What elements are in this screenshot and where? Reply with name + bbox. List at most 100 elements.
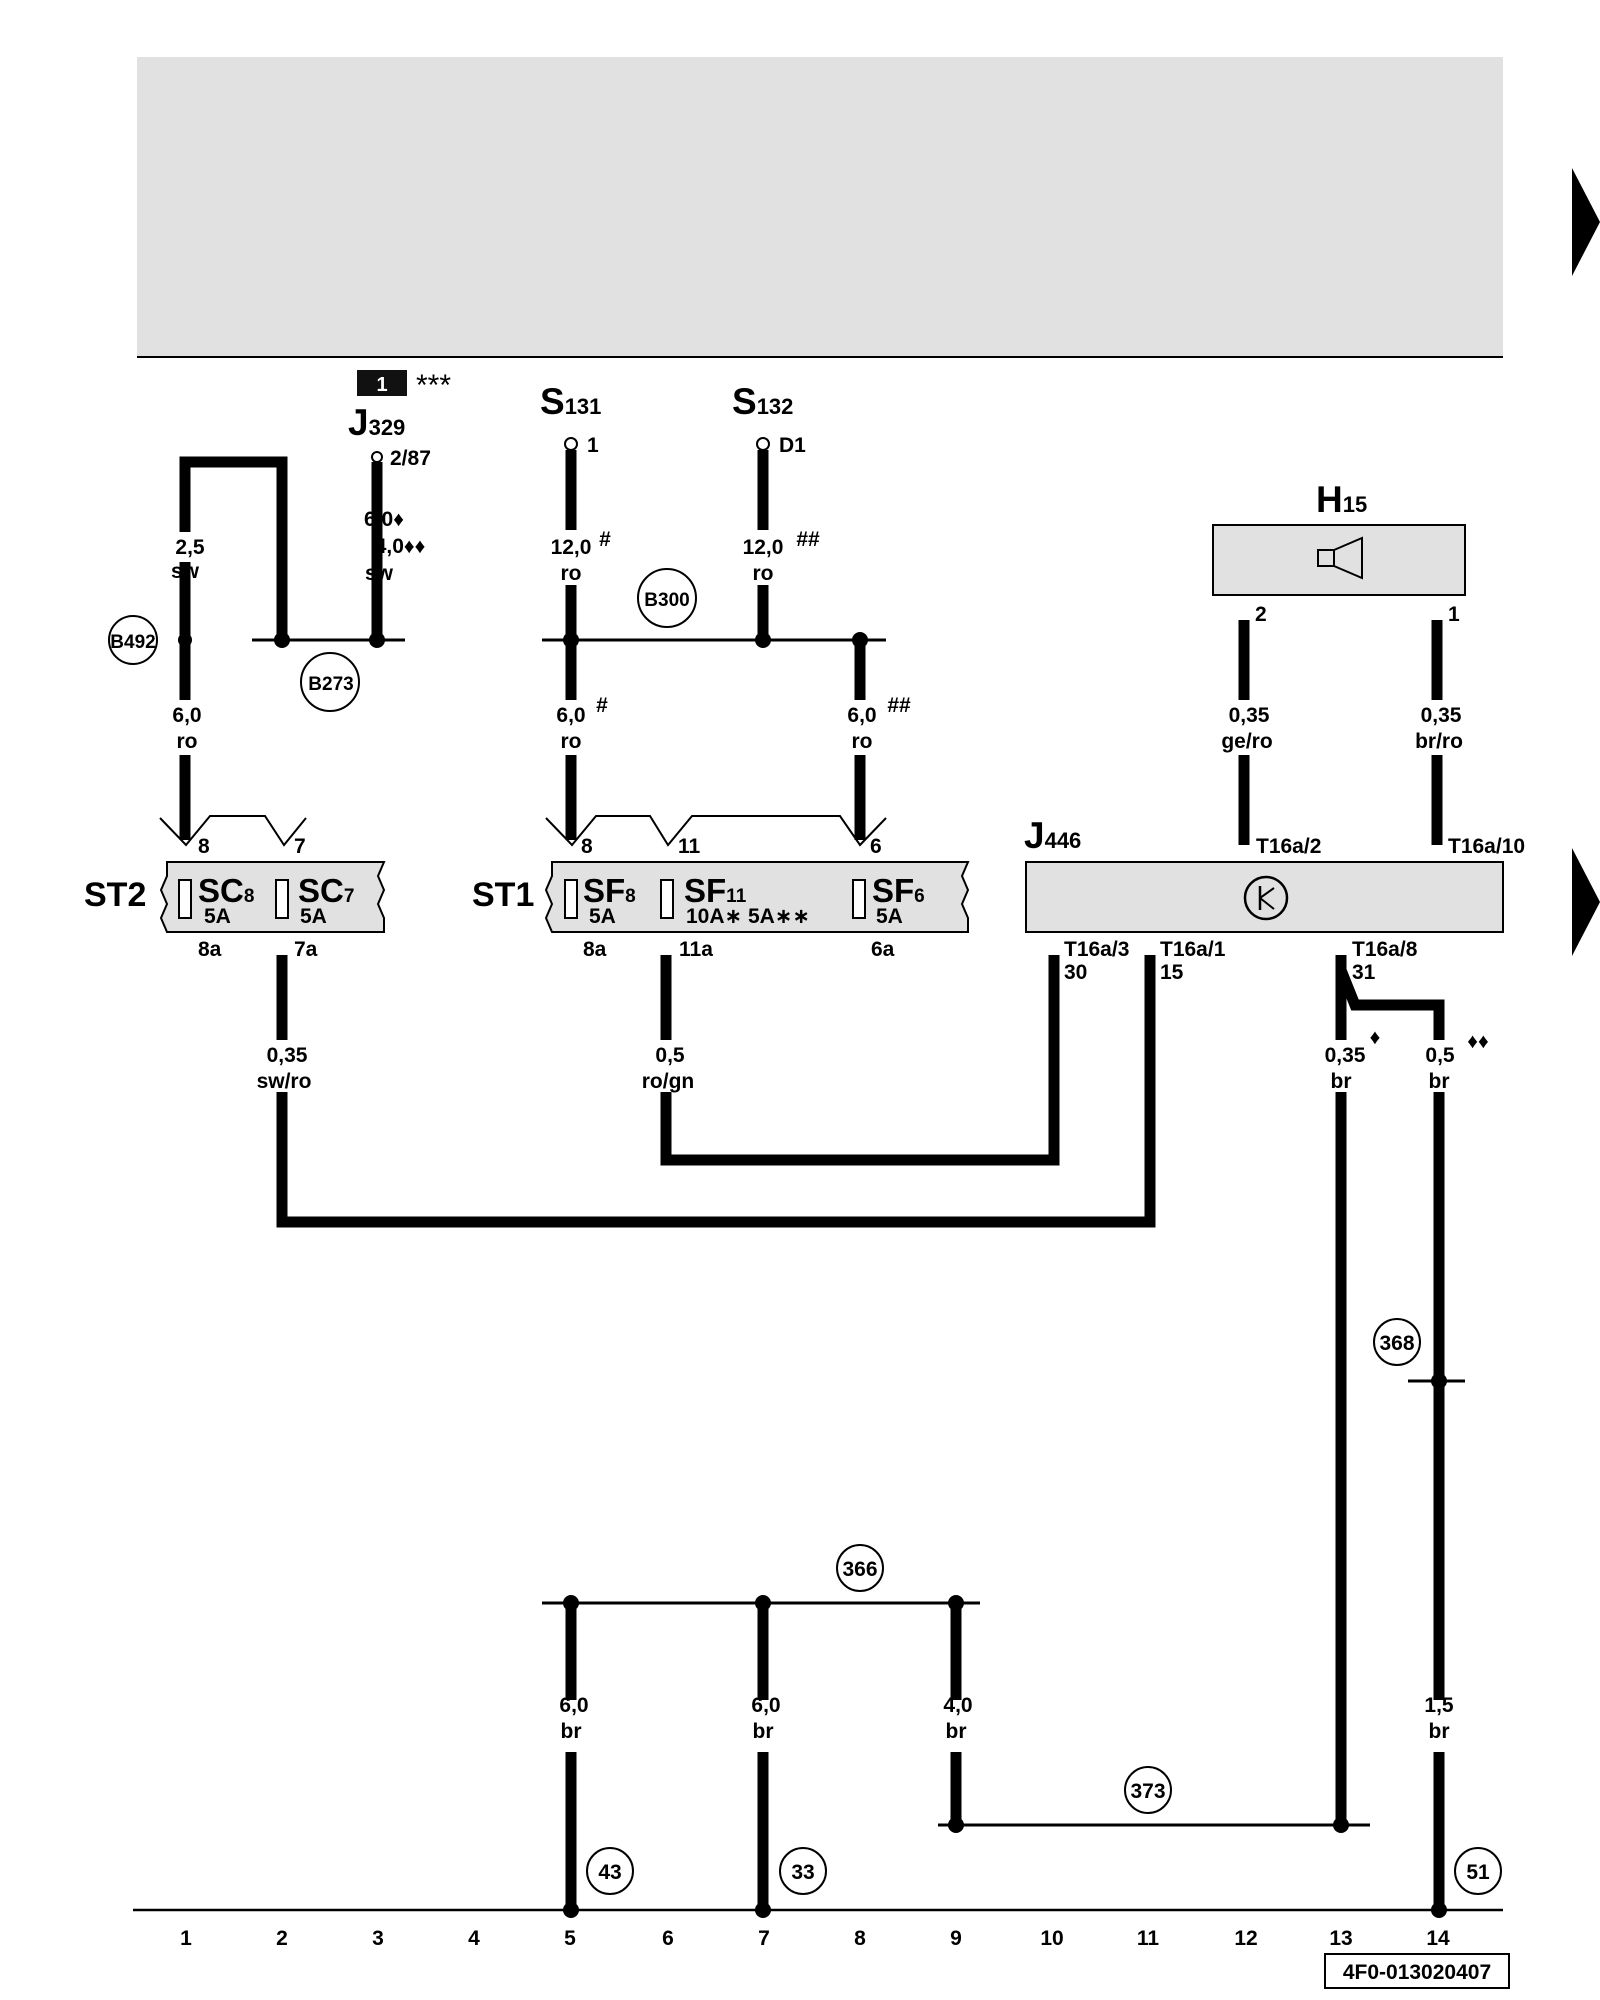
st1-pin-11: 11 <box>678 835 701 858</box>
track-number: 1 <box>180 1927 192 1950</box>
st2-pin-7a: 7a <box>294 938 318 961</box>
splice-points <box>178 632 1447 1918</box>
next-page-arrow-icon[interactable] <box>1572 848 1600 956</box>
fuse-sc8-amp: 5A <box>204 905 231 928</box>
fuse-icon <box>275 879 289 919</box>
wire-label: ro <box>753 562 774 585</box>
h15-label: H15 <box>1316 479 1367 520</box>
wire-mark: # <box>599 528 611 551</box>
s131-label: S131 <box>540 381 601 422</box>
st2-pin-8a: 8a <box>198 938 222 961</box>
fuse-sc8-name: SC <box>198 872 244 909</box>
j446-pin-bot-b2: 15 <box>1160 961 1184 984</box>
st1-pin-8: 8 <box>581 835 593 858</box>
track-number: 9 <box>950 1927 962 1950</box>
wire-label: 6,0 <box>847 704 876 727</box>
s131-letter: S <box>540 381 565 422</box>
track-number: 5 <box>564 1927 576 1950</box>
wire-label: br <box>946 1720 967 1743</box>
fuse-icon <box>564 879 578 919</box>
fuse-sf8-name: SF <box>583 872 625 909</box>
ref-368: 368 <box>1373 1318 1421 1366</box>
j446-pin-bot-b: T16a/1 <box>1160 938 1226 961</box>
track-number: 3 <box>372 1927 384 1950</box>
wire-label: ro <box>561 562 582 585</box>
wire-label: ro <box>561 730 582 753</box>
h15-number: 15 <box>1343 492 1367 517</box>
fuse-sc7-amp: 5A <box>300 905 327 928</box>
document-id: 4F0-013020407 <box>1343 1961 1491 1984</box>
ref-b300-label: B300 <box>644 590 689 611</box>
j446-pin-bot-c: T16a/8 <box>1352 938 1418 961</box>
j329-number: 329 <box>369 415 406 440</box>
j446-pin-top-a: T16a/2 <box>1256 835 1321 858</box>
j446-label: J446 <box>1024 815 1081 856</box>
wire <box>276 955 1156 1228</box>
st1-fuse-sf6: SF6 <box>872 872 925 909</box>
wire-label: ge/ro <box>1221 730 1272 753</box>
wires <box>179 450 1465 1910</box>
st1-name: ST1 <box>472 876 534 914</box>
j446-pin-bot-a: T16a/3 <box>1064 938 1129 961</box>
st2-pin-8: 8 <box>198 835 210 858</box>
st1-fuse-sf8: SF8 <box>583 872 636 909</box>
wire-label: 0,35 <box>1325 1044 1366 1067</box>
st1-pin-8a: 8a <box>583 938 607 961</box>
ref-51: 51 <box>1454 1847 1502 1895</box>
wire-label: ro <box>852 730 873 753</box>
wire-label: 1,5 <box>1424 1694 1454 1717</box>
wire-label: sw <box>365 562 394 585</box>
ref-366: 366 <box>836 1544 884 1592</box>
wire-mark: ♦♦ <box>1467 1030 1489 1053</box>
ref-33: 33 <box>779 1847 827 1895</box>
ref-43-label: 43 <box>598 1861 621 1884</box>
fuse-sf11-name: SF <box>684 872 726 909</box>
wire-label: 12,0 <box>551 536 592 559</box>
track-number: 6 <box>662 1927 674 1950</box>
st2-fuse-sc8: SC8 <box>198 872 254 909</box>
wire-mark: ## <box>887 694 911 717</box>
wire-label: 6,0 <box>751 1694 780 1717</box>
ref-51-label: 51 <box>1466 1861 1490 1884</box>
ref-368-label: 368 <box>1379 1332 1414 1355</box>
wire <box>179 456 288 640</box>
j329-label: J329 <box>348 402 405 443</box>
s132-terminal <box>756 437 770 451</box>
j446-pin-top-b: T16a/10 <box>1448 835 1525 858</box>
next-page-arrow-icon[interactable] <box>1572 168 1600 276</box>
j446-number: 446 <box>1045 828 1082 853</box>
wire-label: 4,0 <box>943 1694 972 1717</box>
header-area <box>137 57 1503 357</box>
wire-label: 6,0 <box>559 1694 588 1717</box>
wire-label: br <box>1429 1070 1450 1093</box>
st2-fuse-block <box>159 861 386 933</box>
track-number: 10 <box>1040 1927 1063 1950</box>
st2-pin-7: 7 <box>294 835 306 858</box>
s132-letter: S <box>732 381 757 422</box>
h15-pin-1: 1 <box>1448 603 1460 626</box>
wire <box>660 955 1060 1166</box>
wire-label: 0,35 <box>1229 704 1270 727</box>
st2-name: ST2 <box>84 876 146 914</box>
fuse-sc7-name: SC <box>298 872 344 909</box>
wire-mark: ## <box>796 528 820 551</box>
j446-box <box>1025 861 1504 933</box>
fuse-sf11-num: 11 <box>726 886 747 907</box>
fuse-sf8-num: 8 <box>625 886 636 907</box>
wire-label: 2,5 <box>175 536 205 559</box>
wire-label: 12,0 <box>743 536 784 559</box>
fuse-icon <box>660 879 674 919</box>
fuse-sf6-amp: 5A <box>876 905 903 928</box>
ref-33-label: 33 <box>791 1861 814 1884</box>
st1-fuse-sf11: SF11 <box>684 872 747 909</box>
wire-label: 6,0 <box>172 704 201 727</box>
fuse-sc8-num: 8 <box>244 886 255 907</box>
horn-icon <box>1317 536 1363 580</box>
track-number: 14 <box>1426 1927 1450 1950</box>
j329-terminal <box>371 451 383 463</box>
transistor-icon <box>1243 875 1289 921</box>
s132-pin: D1 <box>779 434 806 457</box>
note-badge <box>357 370 407 396</box>
wire-label: 4,0♦♦ <box>375 535 426 558</box>
ref-373: 373 <box>1124 1766 1172 1814</box>
